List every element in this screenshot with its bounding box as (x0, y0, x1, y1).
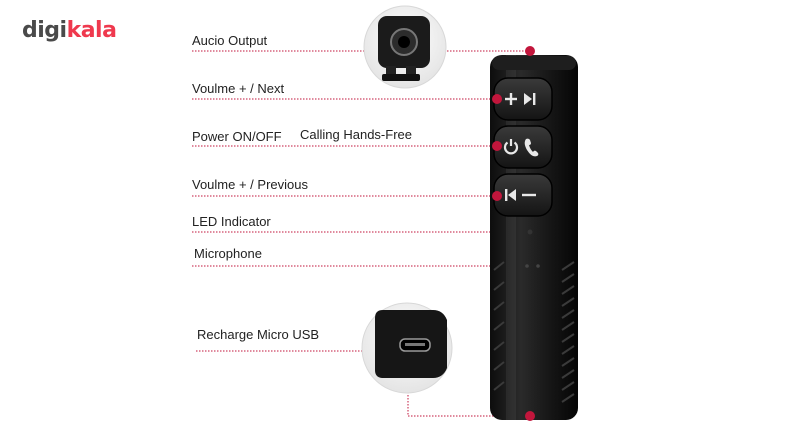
pointer-dots (492, 46, 535, 421)
power-icon (503, 139, 519, 155)
microphone-hole (525, 264, 529, 268)
logo-part-kala: kala (66, 18, 117, 43)
label-audio-output: Aucio Output (192, 33, 268, 48)
label-volume-next: Voulme + / Next (192, 81, 285, 96)
led-indicator (527, 229, 533, 235)
audio-jack-zoom (363, 5, 447, 89)
phone-icon (524, 138, 539, 157)
next-track-icon (524, 93, 536, 105)
label-calling-hands-free: Calling Hands-Free (300, 127, 412, 142)
previous-track-icon (505, 189, 516, 201)
micro-usb-zoom (361, 302, 453, 394)
label-power: Power ON/OFF (192, 129, 282, 144)
digikala-logo[interactable]: digikala (22, 18, 117, 43)
plus-icon (505, 93, 517, 105)
label-recharge-usb: Recharge Micro USB (197, 327, 320, 342)
label-microphone: Microphone (194, 246, 262, 261)
label-volume-previous: Voulme + / Previous (192, 177, 308, 192)
label-led-indicator: LED Indicator (192, 214, 271, 229)
logo-part-digi: digi (22, 18, 67, 43)
next-button (493, 77, 553, 121)
leader-lines (192, 50, 528, 417)
power-button (493, 125, 553, 169)
previous-button (493, 173, 553, 217)
bluetooth-receiver-device (490, 55, 578, 420)
